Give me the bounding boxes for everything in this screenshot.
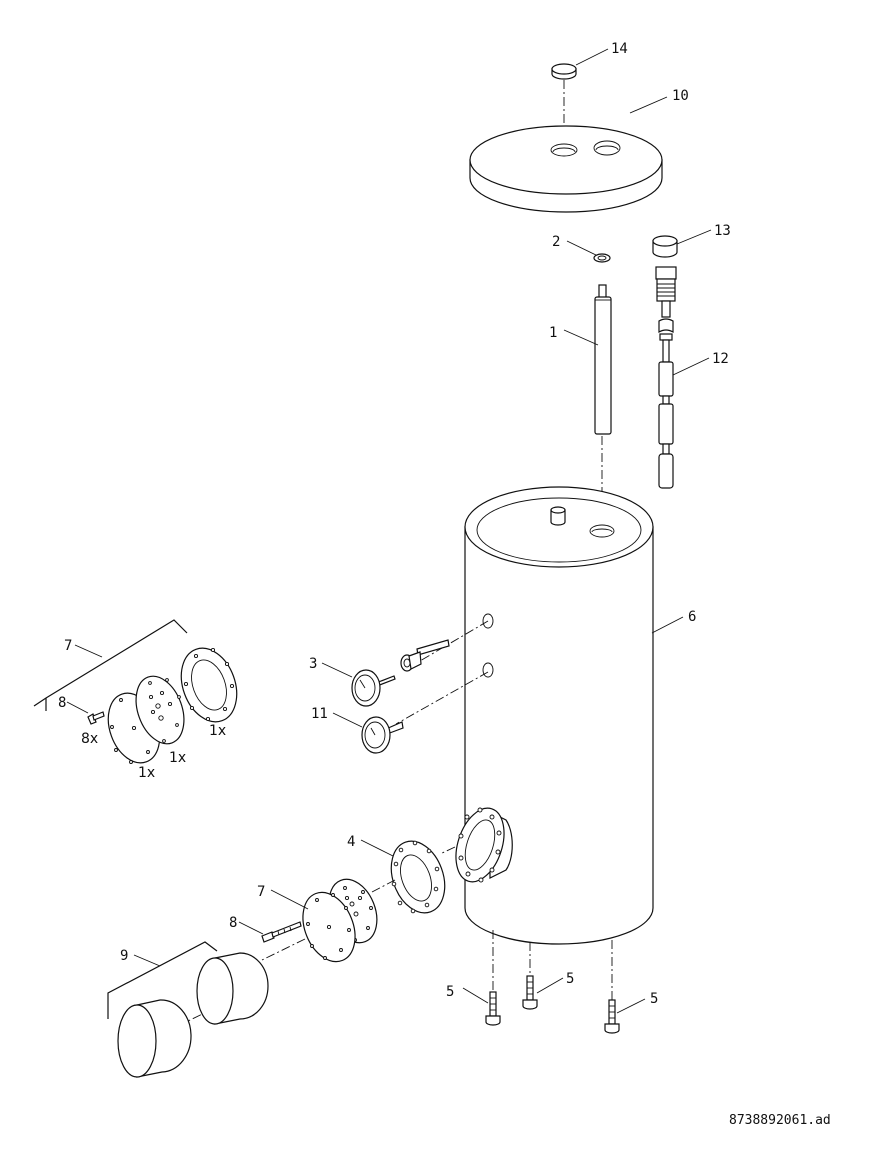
part-5-bolt-right <box>604 999 620 1034</box>
flange-holes <box>458 807 502 883</box>
label-3: 3 <box>309 656 317 672</box>
document-code: 8738892061.ad <box>729 1113 831 1128</box>
qty-8x: 8x <box>81 731 98 747</box>
part-4-gasket <box>390 840 456 914</box>
part-8-bolt-lower <box>261 921 302 943</box>
part-number-labels: 1 2 3 4 5 5 5 6 7 7 8 8 9 10 11 12 13 14 <box>58 41 731 1007</box>
part-11-thermometer <box>361 671 489 754</box>
part-12-rod-assembly <box>655 266 677 489</box>
part-1-anode-rod <box>594 284 612 435</box>
label-13: 13 <box>714 223 731 239</box>
part-13-cap <box>652 235 678 258</box>
label-1: 1 <box>549 325 557 341</box>
part-5-bolt-middle <box>522 975 538 1010</box>
label-5-middle: 5 <box>566 971 574 987</box>
label-6: 6 <box>688 609 696 625</box>
label-10: 10 <box>672 88 689 104</box>
part-6-manhole-flange <box>455 807 513 883</box>
part-3-thermometer <box>351 620 489 707</box>
part-7-cover-plates-lower <box>302 878 396 963</box>
part-8-bolt-upper <box>87 711 105 725</box>
label-14: 14 <box>611 41 628 57</box>
label-7-upper: 7 <box>64 638 72 654</box>
qty-1x-gasket: 1x <box>209 723 226 739</box>
part-9-bracket <box>107 941 218 1019</box>
part-10-cover <box>469 125 663 213</box>
qty-1x-middle-plate: 1x <box>169 750 186 766</box>
label-9: 9 <box>120 948 128 964</box>
part-7-kit-bracket <box>33 619 188 711</box>
label-12: 12 <box>712 351 729 367</box>
leader-lines <box>66 48 712 1014</box>
label-11: 11 <box>311 706 328 722</box>
part-14-cap <box>551 63 577 80</box>
label-5-left: 5 <box>446 984 454 1000</box>
part-9-insulation-caps <box>117 938 306 1078</box>
label-8-upper: 8 <box>58 695 66 711</box>
label-8-lower: 8 <box>229 915 237 931</box>
qty-1x-front-plate: 1x <box>138 765 155 781</box>
part-7-kit-plates <box>107 647 238 764</box>
quantity-labels: 8x 1x 1x 1x <box>81 723 226 781</box>
label-7-lower: 7 <box>257 884 265 900</box>
label-5-right: 5 <box>650 991 658 1007</box>
part-5-bolt-left <box>485 991 501 1026</box>
label-4: 4 <box>347 834 355 850</box>
label-2: 2 <box>552 234 560 250</box>
part-2-washer <box>593 253 611 263</box>
